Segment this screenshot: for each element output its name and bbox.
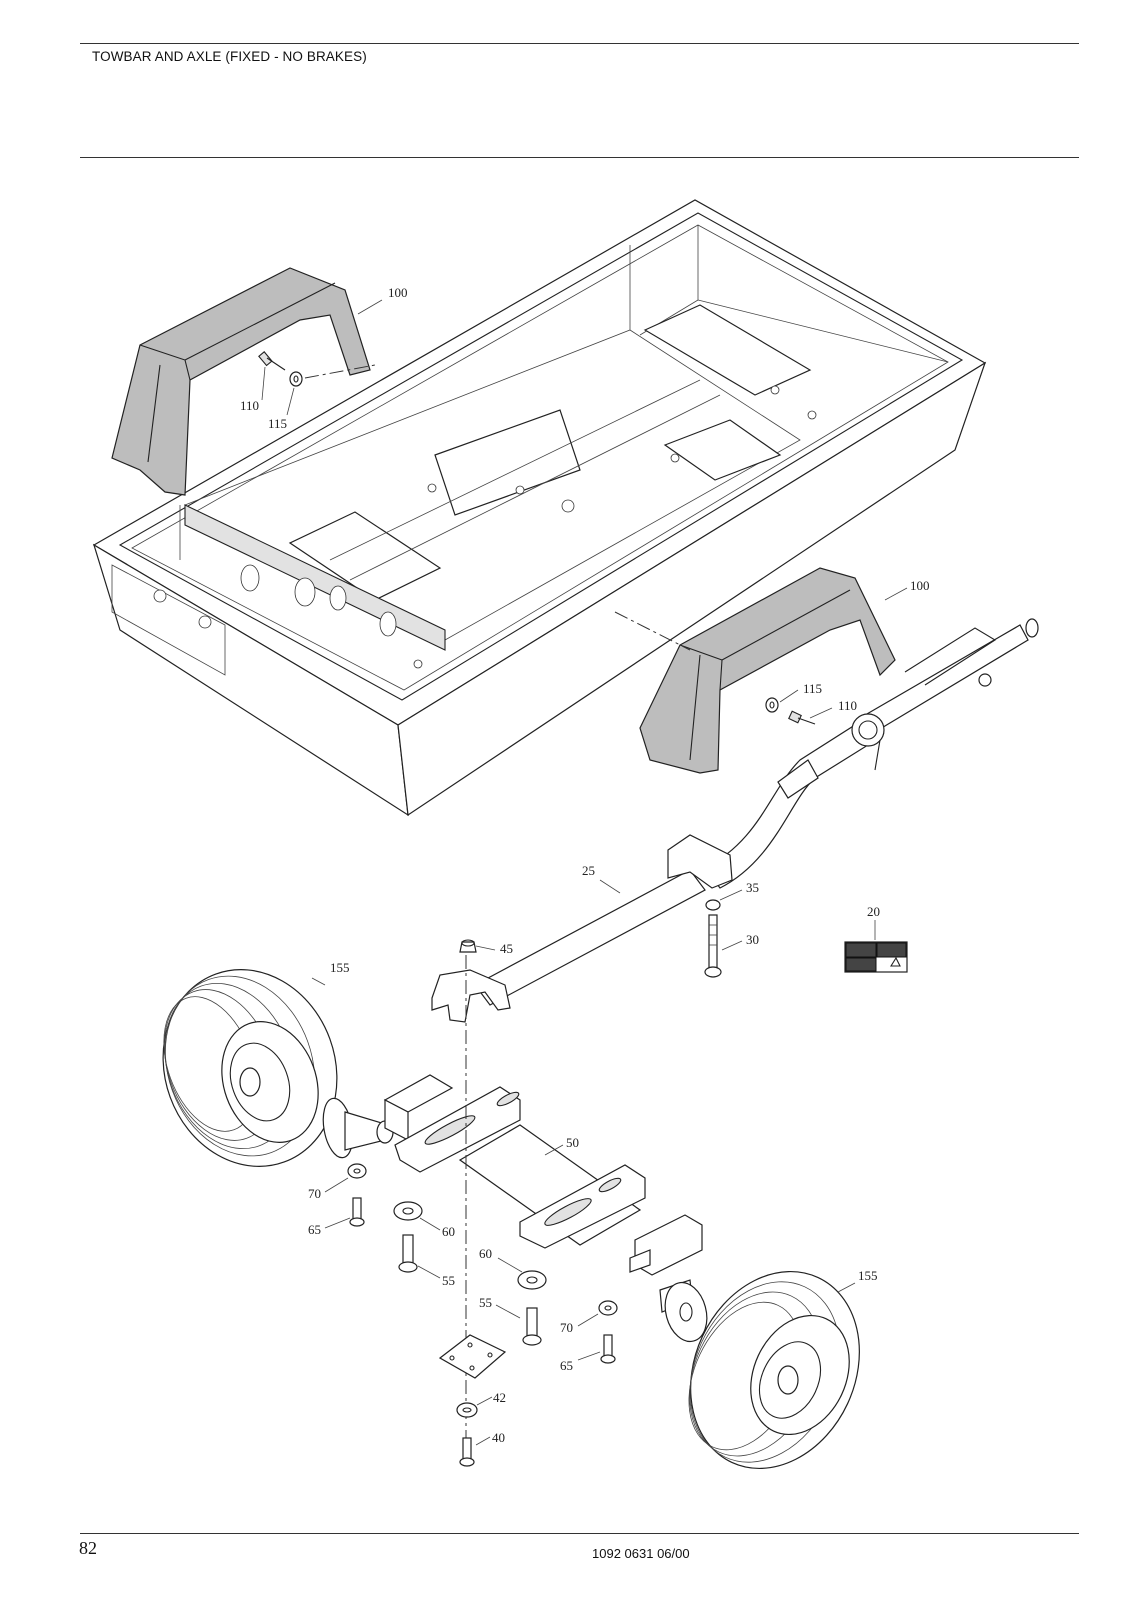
washer-115-front: [765, 697, 779, 713]
footer-rule: [80, 1533, 1079, 1534]
page-number: 82: [79, 1538, 97, 1558]
callout-110: 110: [838, 698, 857, 713]
towbar: [431, 618, 1039, 1023]
callout-40: 40: [492, 1430, 505, 1445]
callout-35: 35: [746, 880, 759, 895]
nut-45: [459, 939, 477, 953]
callout-65: 65: [560, 1358, 573, 1373]
bolt-30: [704, 914, 722, 978]
callout-30: 30: [746, 932, 759, 947]
bolt-40: [459, 1437, 475, 1467]
washer-70-left: [347, 1163, 367, 1179]
hub-left: [322, 1097, 394, 1159]
bolt-110-front: [788, 710, 816, 725]
callout-110: 110: [240, 398, 259, 413]
callout-50: 50: [566, 1135, 579, 1150]
hub-right: [659, 1279, 708, 1343]
washer-60-right: [517, 1270, 547, 1290]
callout-60: 60: [479, 1246, 492, 1261]
bolt-65-left: [349, 1197, 365, 1227]
callout-65: 65: [308, 1222, 321, 1237]
callout-numbers: 100 110 115 100 115 110 25 35 30 20 45 1…: [240, 285, 930, 1445]
wheel-left: [162, 969, 338, 1167]
fender-rear: [111, 267, 371, 496]
bolt-65-right: [600, 1334, 616, 1364]
callout-70: 70: [308, 1186, 321, 1201]
top-rule: [80, 43, 1079, 44]
wheel-right: [688, 1270, 860, 1470]
callout-100: 100: [388, 285, 408, 300]
callout-115: 115: [268, 416, 287, 431]
callout-45: 45: [500, 941, 513, 956]
decal-20: [844, 941, 908, 973]
bolt-110-rear: [258, 351, 286, 371]
bolt-55-right: [522, 1307, 542, 1346]
callout-155: 155: [330, 960, 350, 975]
callout-70: 70: [560, 1320, 573, 1335]
axle: [383, 1074, 703, 1276]
cover-plate: [438, 1334, 507, 1379]
callout-60: 60: [442, 1224, 455, 1239]
washer-60-left: [393, 1201, 423, 1221]
bolt-55-left: [398, 1234, 418, 1273]
callout-100: 100: [910, 578, 930, 593]
document-code: 1092 0631 06/00: [592, 1546, 690, 1561]
callout-55: 55: [479, 1295, 492, 1310]
washer-115-rear: [289, 371, 303, 387]
callout-55: 55: [442, 1273, 455, 1288]
callout-25: 25: [582, 863, 595, 878]
washer-42: [456, 1402, 478, 1418]
leader-lines: [261, 299, 908, 1446]
washer-70-right: [598, 1300, 618, 1316]
fender-front: [639, 567, 896, 774]
callout-155: 155: [858, 1268, 878, 1283]
header-rule: [80, 157, 1079, 158]
washer-35: [705, 899, 721, 911]
callout-42: 42: [493, 1390, 506, 1405]
callout-115: 115: [803, 681, 822, 696]
page-title: TOWBAR AND AXLE (FIXED - NO BRAKES): [92, 49, 367, 64]
callout-20: 20: [867, 904, 880, 919]
trailer-body: [92, 199, 987, 817]
